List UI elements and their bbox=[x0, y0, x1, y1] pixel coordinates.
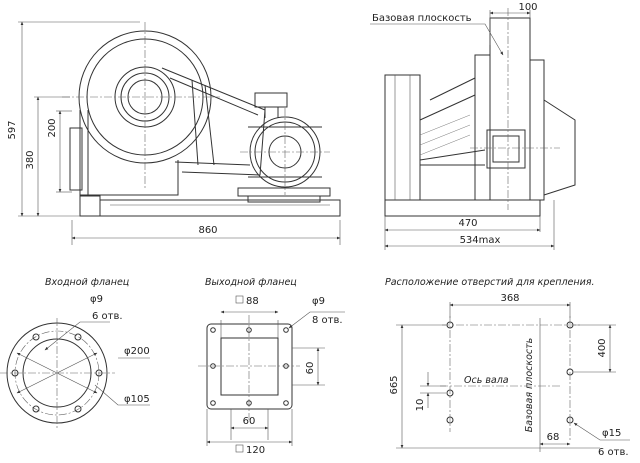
outlet-dim-60-vertical: 60 bbox=[305, 362, 316, 375]
mount-shaft-axis: Ось вала bbox=[464, 375, 509, 386]
mount-base-plane: Базовая плоскость bbox=[524, 338, 535, 433]
outlet-outer-square: 120 bbox=[246, 445, 265, 456]
dim-length: 860 bbox=[198, 225, 217, 236]
side-dim-base: 470 bbox=[458, 218, 477, 229]
inlet-outer-dia: φ200 bbox=[124, 346, 150, 357]
side-dim-max: 534max bbox=[460, 235, 501, 246]
mount-hole-dia: φ15 bbox=[602, 428, 621, 439]
front-view: 597 380 200 860 bbox=[7, 21, 341, 245]
mount-dim-10: 10 bbox=[415, 399, 426, 412]
outlet-hole-count: 8 отв. bbox=[312, 315, 343, 326]
side-base-plane-label: Базовая плоскость bbox=[372, 13, 472, 24]
mount-dim-400: 400 bbox=[597, 338, 608, 357]
inlet-hole-count: 6 отв. bbox=[92, 311, 123, 322]
mount-dim-665: 665 bbox=[389, 375, 400, 394]
mount-dim-368: 368 bbox=[500, 293, 519, 304]
inlet-hole-dia: φ9 bbox=[90, 294, 103, 305]
outlet-flange: Выходной фланец 88 φ9 8 отв. 60 60 1 bbox=[198, 277, 345, 456]
outlet-hole-dia: φ9 bbox=[312, 296, 325, 307]
dim-height-total: 597 bbox=[7, 120, 18, 139]
inlet-flange-title: Входной фланец bbox=[45, 277, 129, 288]
inlet-flange: Входной фланец φ9 6 отв. φ200 φ105 bbox=[0, 277, 150, 428]
outlet-inner-square: 88 bbox=[246, 296, 259, 307]
mount-hole-count: 6 отв. bbox=[598, 447, 629, 458]
side-view: 100 Базовая плоскость 470 534max bbox=[370, 2, 576, 250]
mounting-holes-layout: Расположение отверстий для крепления. 36… bbox=[385, 277, 630, 458]
dim-height-axis: 380 bbox=[25, 150, 36, 169]
side-dim-top: 100 bbox=[518, 2, 537, 13]
inlet-inner-dia: φ105 bbox=[124, 394, 150, 405]
mount-dim-68: 68 bbox=[547, 432, 560, 443]
dim-flange-height: 200 bbox=[47, 118, 58, 137]
mounting-title: Расположение отверстий для крепления. bbox=[385, 277, 595, 288]
outlet-flange-title: Выходной фланец bbox=[205, 277, 297, 288]
outlet-dim-60-horizontal: 60 bbox=[243, 416, 256, 427]
